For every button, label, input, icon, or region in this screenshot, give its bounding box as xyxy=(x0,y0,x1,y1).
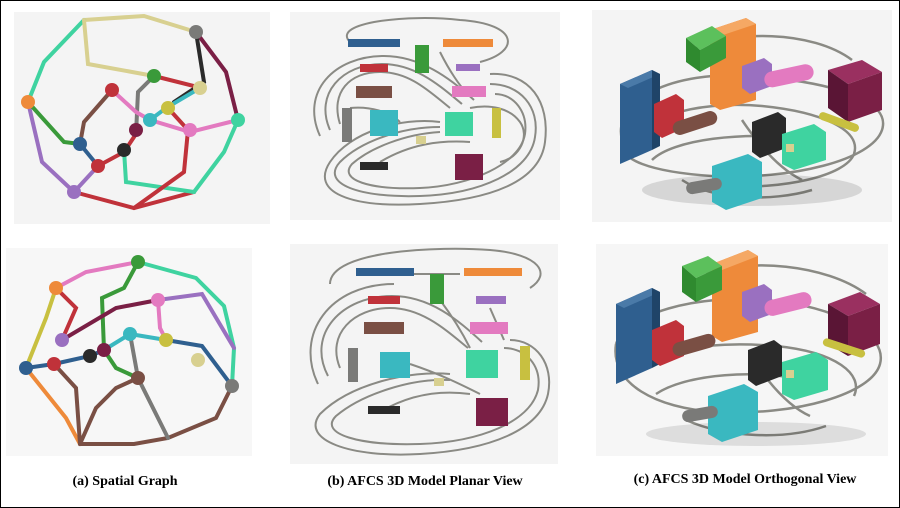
caption-planar-view: (b) AFCS 3D Model Planar View xyxy=(327,474,523,489)
orthogonal-view-bottom xyxy=(596,244,888,456)
planar-view-top xyxy=(290,12,560,220)
orthogonal-view-top xyxy=(592,10,892,222)
caption-orthogonal-view: (c) AFCS 3D Model Orthogonal View xyxy=(633,472,857,487)
caption-spatial-graph: (a) Spatial Graph xyxy=(72,474,178,489)
spatial-graph-bottom xyxy=(6,248,252,456)
spatial-graph-top xyxy=(14,12,270,224)
planar-view-bottom xyxy=(290,244,558,464)
